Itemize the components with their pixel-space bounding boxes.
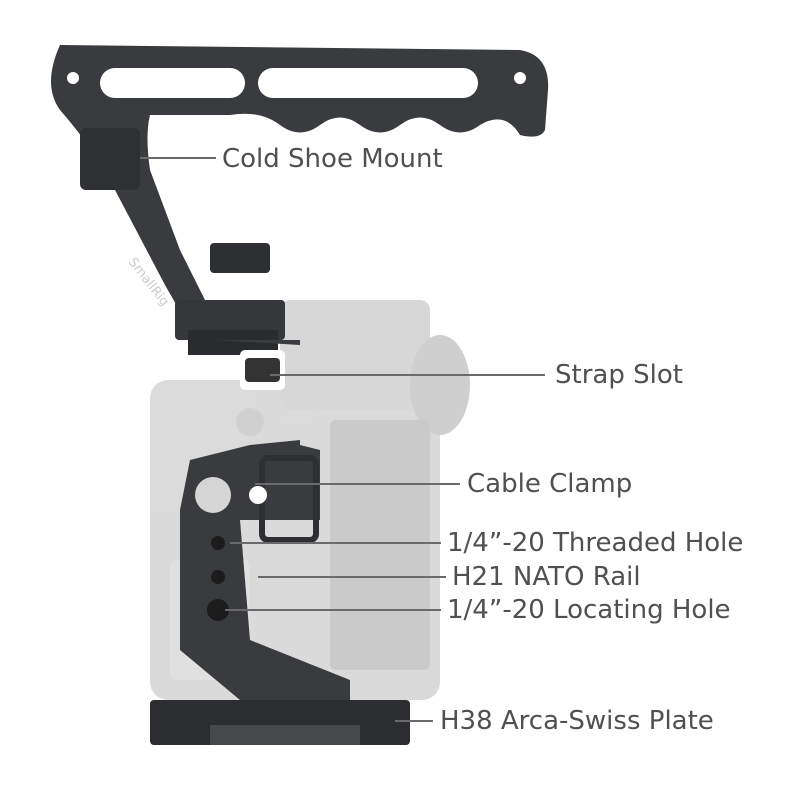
callout-locating-hole: 1/4”-20 Locating Hole bbox=[447, 595, 731, 625]
lock-marking: LOCK ▸ bbox=[284, 411, 316, 421]
callout-nato-rail: H21 NATO Rail bbox=[452, 562, 641, 592]
arca-swiss-base-plate bbox=[150, 700, 410, 745]
callout-strap-slot: Strap Slot bbox=[555, 360, 683, 390]
handle-mount-clamp bbox=[175, 243, 285, 355]
callout-arca-swiss-plate: H38 Arca-Swiss Plate bbox=[440, 706, 714, 736]
callout-cold-shoe-mount: Cold Shoe Mount bbox=[222, 144, 443, 174]
callout-cable-clamp: Cable Clamp bbox=[467, 469, 633, 499]
top-handle bbox=[51, 45, 549, 320]
callout-threaded-hole: 1/4”-20 Threaded Hole bbox=[447, 528, 744, 558]
leader-lines bbox=[140, 157, 545, 722]
side-cage bbox=[180, 340, 350, 700]
